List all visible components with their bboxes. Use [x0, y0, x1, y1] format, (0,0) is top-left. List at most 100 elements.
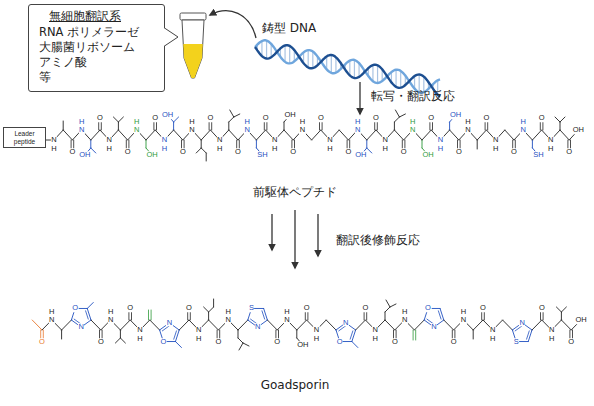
atom-label: H	[460, 308, 466, 316]
bond	[284, 122, 285, 130]
bond	[414, 320, 424, 330]
bond	[473, 320, 483, 330]
bond	[229, 117, 234, 122]
atom-label: N	[225, 316, 231, 324]
bond	[120, 330, 121, 338]
atom-label: N	[548, 136, 554, 144]
bond	[146, 130, 155, 140]
atom-label: O	[538, 304, 545, 312]
bond	[209, 320, 219, 330]
atom-label: O	[317, 114, 324, 122]
bond	[561, 312, 562, 320]
atom-label: H	[161, 145, 167, 153]
bond	[477, 140, 478, 149]
atom-label: N	[254, 323, 260, 331]
bond	[118, 130, 127, 140]
bond	[561, 320, 571, 330]
atom-label: N	[372, 326, 378, 334]
bond	[201, 148, 206, 153]
atom-label: H	[106, 145, 112, 153]
atom-label: OH	[355, 151, 367, 159]
atom-label: N	[134, 126, 140, 134]
bond	[256, 130, 265, 140]
box-heading: Leader peptide	[4, 130, 45, 145]
atom-label: H	[284, 308, 290, 316]
bond	[90, 140, 91, 148]
atom-label: N	[460, 316, 466, 324]
bond	[556, 307, 561, 312]
bond	[385, 320, 395, 330]
bond	[146, 140, 147, 148]
atom-label: O	[425, 305, 432, 313]
bond	[206, 153, 207, 161]
atom-label: O	[480, 304, 487, 312]
atom-label: O	[345, 148, 352, 156]
bond	[238, 338, 243, 343]
bond	[118, 117, 123, 122]
bond	[385, 307, 390, 312]
bond	[91, 148, 96, 153]
bond	[179, 320, 189, 330]
atom-label: H	[490, 335, 496, 343]
structure-caption: 前駆体ペプチド	[225, 185, 365, 199]
atom-label: O	[215, 338, 222, 346]
bond	[228, 122, 229, 130]
bond	[326, 320, 336, 330]
bond	[113, 117, 118, 122]
bond	[394, 122, 395, 130]
bond	[450, 130, 459, 140]
atom-label: O	[235, 148, 242, 156]
atom-label: H	[520, 118, 526, 126]
base-pair	[335, 57, 336, 72]
bond	[532, 140, 533, 148]
atom-label: O	[336, 338, 343, 346]
atom-label: H	[51, 145, 57, 153]
atom-label: H	[354, 118, 360, 126]
bond	[477, 130, 486, 140]
atom-label: O	[391, 338, 398, 346]
atom-label: O	[362, 304, 369, 312]
atom-label: H	[244, 118, 250, 126]
bond	[312, 130, 321, 140]
list-item: アミノ酸	[39, 55, 158, 70]
bond	[91, 130, 100, 140]
atom-label: OH	[572, 126, 584, 134]
bond	[63, 130, 72, 140]
atom-label: O	[428, 114, 435, 122]
base-pair	[395, 70, 396, 87]
reaction-label: 翻訳後修飾反応	[336, 233, 420, 247]
list-item: 等	[39, 70, 158, 85]
atom-label: H	[272, 145, 278, 153]
base-pair	[377, 65, 378, 83]
atom-label: N	[490, 326, 496, 334]
atom-label: N	[244, 126, 250, 134]
atom-label: N	[354, 126, 360, 134]
atom-label: H	[189, 118, 195, 126]
bond	[503, 320, 513, 330]
base-pair	[312, 51, 313, 68]
bond	[267, 320, 277, 330]
atom-label: O	[538, 114, 545, 122]
base-pair	[266, 41, 267, 59]
bond	[174, 130, 183, 140]
ring-double-bond	[350, 331, 353, 339]
atom-label: OH	[146, 151, 158, 159]
atom-label: H	[410, 118, 416, 126]
bond	[366, 140, 367, 148]
atom-label: S	[249, 305, 255, 313]
atom-label: N	[272, 136, 278, 144]
atom-label: OH	[79, 151, 91, 159]
ring-double-bond	[86, 311, 89, 319]
bond	[239, 343, 243, 350]
atom-label: N	[327, 136, 333, 144]
bond	[394, 117, 399, 122]
list-item: RNA ポリメラーゼ	[39, 25, 158, 40]
bond	[174, 117, 179, 122]
reaction-arrow	[359, 82, 360, 114]
atom-label: O	[207, 114, 214, 122]
atom-label: N	[299, 126, 305, 134]
chemical-bonds	[32, 110, 581, 350]
atom-label: O	[72, 305, 79, 313]
atom-label: N	[196, 326, 202, 334]
